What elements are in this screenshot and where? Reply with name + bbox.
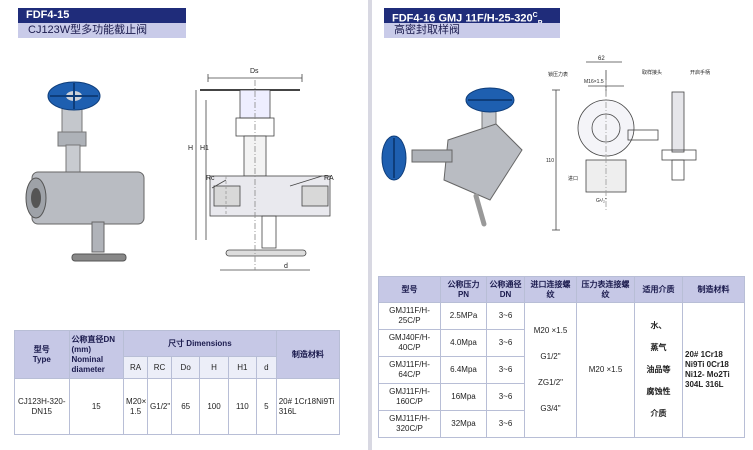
table-row: CJ123H-320-DN15 15 M20× 1.5 G1/2" 65 100… — [14, 378, 341, 435]
sub-ra: RA — [123, 356, 149, 379]
cell-inlet-threads: M20 ×1.5 G1/2" ZG1/2" G3/4" — [524, 302, 577, 438]
header-dn: 公称通径DN — [486, 276, 525, 303]
draw-height: 110 — [546, 158, 554, 164]
table-row: GMJ11F/H-320C/P 32Mpa 3~6 — [378, 410, 745, 438]
cell-model: GMJ11F/H-64C/P — [378, 356, 441, 384]
right-illustrations: 62 M16×1.5 锁压力表 取样接头 开启手柄 110 进口 G¹/₂" — [381, 56, 710, 231]
right-valve-photo — [381, 87, 523, 227]
header-material: 制造材料 — [682, 276, 745, 303]
dim-ra: RA — [324, 175, 334, 182]
dim-h1: H1 — [200, 145, 209, 152]
dim-h: H — [188, 145, 193, 152]
header-model: 型号 — [378, 276, 441, 303]
cell-dn: 15 — [68, 378, 125, 435]
cell-do: 65 — [170, 378, 201, 435]
cell-model: GMJ11F/H-160C/P — [378, 383, 441, 411]
cell-pn: 6.4Mpa — [440, 356, 487, 384]
cell-pn: 2.5MPa — [440, 302, 487, 330]
cell-dn: 3~6 — [486, 356, 525, 384]
cell-d: 5 — [256, 378, 277, 435]
draw-thread: M16×1.5 — [584, 79, 604, 85]
cell-model: CJ123H-320-DN15 — [14, 378, 70, 435]
left-illustrations: Ds H H1 Rc RA d — [25, 68, 334, 271]
left-product-name: CJ123W型多功能截止阀 — [18, 23, 186, 38]
cell-rc: G1/2" — [147, 378, 172, 435]
sub-do: Do — [170, 356, 201, 379]
sub-rc: RC — [147, 356, 172, 379]
cell-gauge-thread: M20 ×1.5 — [576, 302, 635, 438]
header-inlet: 进口连接螺纹 — [524, 276, 577, 303]
cell-model: GMJ11F/H-25C/P — [378, 302, 441, 330]
table-row: GMJ11F/H-160C/P 16Mpa 3~6 — [378, 383, 745, 411]
sub-d: d — [256, 356, 277, 379]
cell-h: 100 — [199, 378, 229, 435]
cell-material: 20# 1Cr18 Ni9Ti 0Cr18 Ni12- Mo2Ti 304L 3… — [682, 302, 745, 438]
header-material: 制造材料 — [275, 330, 341, 379]
dim-ds: Ds — [250, 68, 259, 75]
sub-h: H — [199, 356, 229, 379]
handwheel-icon — [47, 81, 101, 111]
draw-left-label: 锁压力表 — [548, 71, 568, 78]
cell-pn: 16Mpa — [440, 383, 487, 411]
cell-dn: 3~6 — [486, 329, 525, 357]
cell-pn: 4.0Mpa — [440, 329, 487, 357]
header-medium: 适用介质 — [634, 276, 683, 303]
left-valve-photo — [25, 81, 145, 262]
cell-dn: 3~6 — [486, 383, 525, 411]
right-spec-table: 型号 公称压力PN 公称通径DN 进口连接螺纹 压力表连接螺纹 适用介质 制造材… — [378, 276, 745, 438]
panel-divider — [368, 0, 372, 450]
draw-right-label1: 取样接头 — [642, 69, 662, 76]
left-technical-drawing — [195, 74, 331, 271]
right-product-panel: FDF4-16 GMJ 11F/H-25-320CP 高密封取样阀 — [372, 0, 753, 450]
handwheel-icon — [381, 87, 515, 181]
cell-dn: 3~6 — [486, 410, 525, 438]
draw-g: G¹/₂" — [596, 198, 607, 204]
sub-h1: H1 — [227, 356, 258, 379]
cell-model: GMJ40F/H-40C/P — [378, 329, 441, 357]
header-dn: 公称直径DN(mm)Nominal diameter — [68, 330, 125, 379]
table-row: GMJ11F/H-25C/P 2.5MPa 3~6 M20 ×1.5 G1/2"… — [378, 302, 745, 438]
draw-top-dim: 62 — [598, 56, 605, 62]
header-pressure: 公称压力PN — [440, 276, 487, 303]
dim-d: d — [284, 263, 288, 270]
left-product-code: FDF4-15 — [18, 8, 186, 23]
right-technical-drawing — [552, 61, 697, 231]
cell-ra: M20× 1.5 — [123, 378, 149, 435]
cell-model: GMJ11F/H-320C/P — [378, 410, 441, 438]
header-dimensions: 尺寸 Dimensions — [123, 330, 277, 357]
table-row: GMJ11F/H-64C/P 6.4Mpa 3~6 — [378, 356, 745, 384]
cell-medium: 水、 蒸气 油品等 腐蚀性 介质 — [634, 302, 683, 438]
draw-inlet: 进口 — [568, 175, 578, 182]
cell-pn: 32Mpa — [440, 410, 487, 438]
cell-h1: 110 — [227, 378, 258, 435]
right-product-name: 高密封取样阀 — [384, 23, 560, 38]
draw-right-label2: 开启手柄 — [690, 69, 710, 76]
left-product-panel: FDF4-15 CJ123W型多功能截止阀 — [0, 0, 368, 450]
cell-material: 20# 1Cr18Ni9Ti 316L — [275, 378, 341, 435]
header-gauge: 压力表连接螺纹 — [576, 276, 635, 303]
table-row: GMJ40F/H-40C/P 4.0Mpa 3~6 — [378, 329, 745, 357]
right-product-code: FDF4-16 GMJ 11F/H-25-320CP — [384, 8, 560, 27]
cell-dn: 3~6 — [486, 302, 525, 330]
dim-rc: Rc — [206, 175, 215, 182]
